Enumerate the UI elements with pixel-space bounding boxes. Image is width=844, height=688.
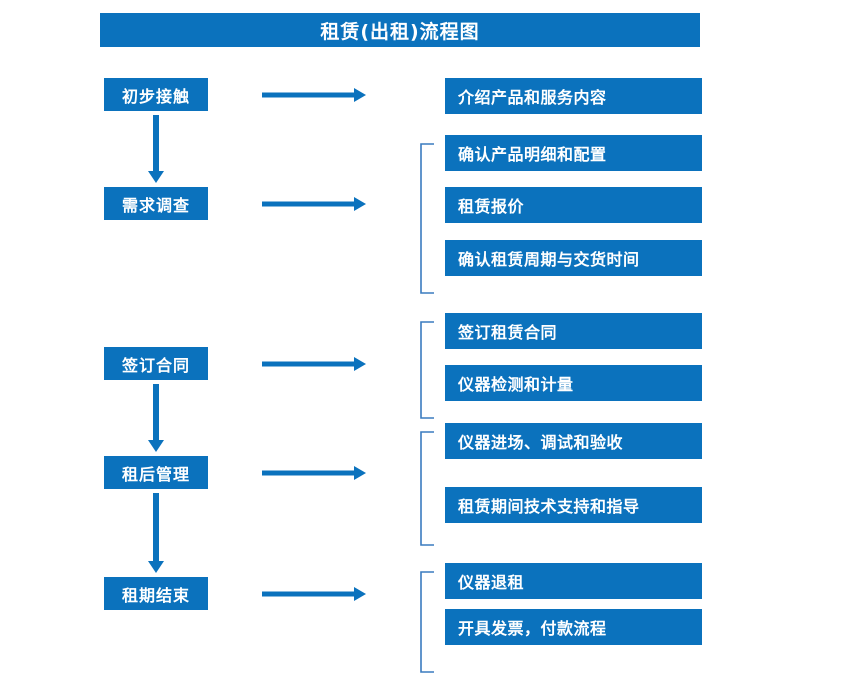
detail-box[interactable]: 仪器检测和计量 bbox=[445, 365, 702, 401]
detail-box[interactable]: 介绍产品和服务内容 bbox=[445, 78, 702, 114]
page-title: 租赁(出租)流程图 bbox=[100, 13, 700, 47]
detail-box[interactable]: 仪器退租 bbox=[445, 563, 702, 599]
arrow-right-icon bbox=[262, 464, 366, 482]
arrow-right-icon bbox=[262, 86, 366, 104]
detail-box[interactable]: 租赁报价 bbox=[445, 187, 702, 223]
detail-box[interactable]: 开具发票，付款流程 bbox=[445, 609, 702, 645]
arrow-right-icon bbox=[262, 355, 366, 373]
arrow-right-icon bbox=[262, 195, 366, 213]
group-bracket bbox=[420, 431, 436, 546]
stage-box[interactable]: 租期结束 bbox=[104, 577, 208, 610]
detail-box[interactable]: 签订租赁合同 bbox=[445, 313, 702, 349]
detail-box[interactable]: 仪器进场、调试和验收 bbox=[445, 423, 702, 459]
detail-box[interactable]: 确认租赁周期与交货时间 bbox=[445, 240, 702, 276]
arrow-down-icon bbox=[144, 493, 168, 573]
stage-box[interactable]: 初步接触 bbox=[104, 78, 208, 111]
stage-box[interactable]: 签订合同 bbox=[104, 347, 208, 380]
arrow-down-icon bbox=[144, 115, 168, 183]
detail-box[interactable]: 确认产品明细和配置 bbox=[445, 135, 702, 171]
stage-box[interactable]: 租后管理 bbox=[104, 456, 208, 489]
group-bracket bbox=[420, 321, 436, 419]
stage-box[interactable]: 需求调查 bbox=[104, 187, 208, 220]
group-bracket bbox=[420, 143, 436, 294]
detail-box[interactable]: 租赁期间技术支持和指导 bbox=[445, 487, 702, 523]
arrow-right-icon bbox=[262, 585, 366, 603]
arrow-down-icon bbox=[144, 384, 168, 452]
group-bracket bbox=[420, 571, 436, 673]
